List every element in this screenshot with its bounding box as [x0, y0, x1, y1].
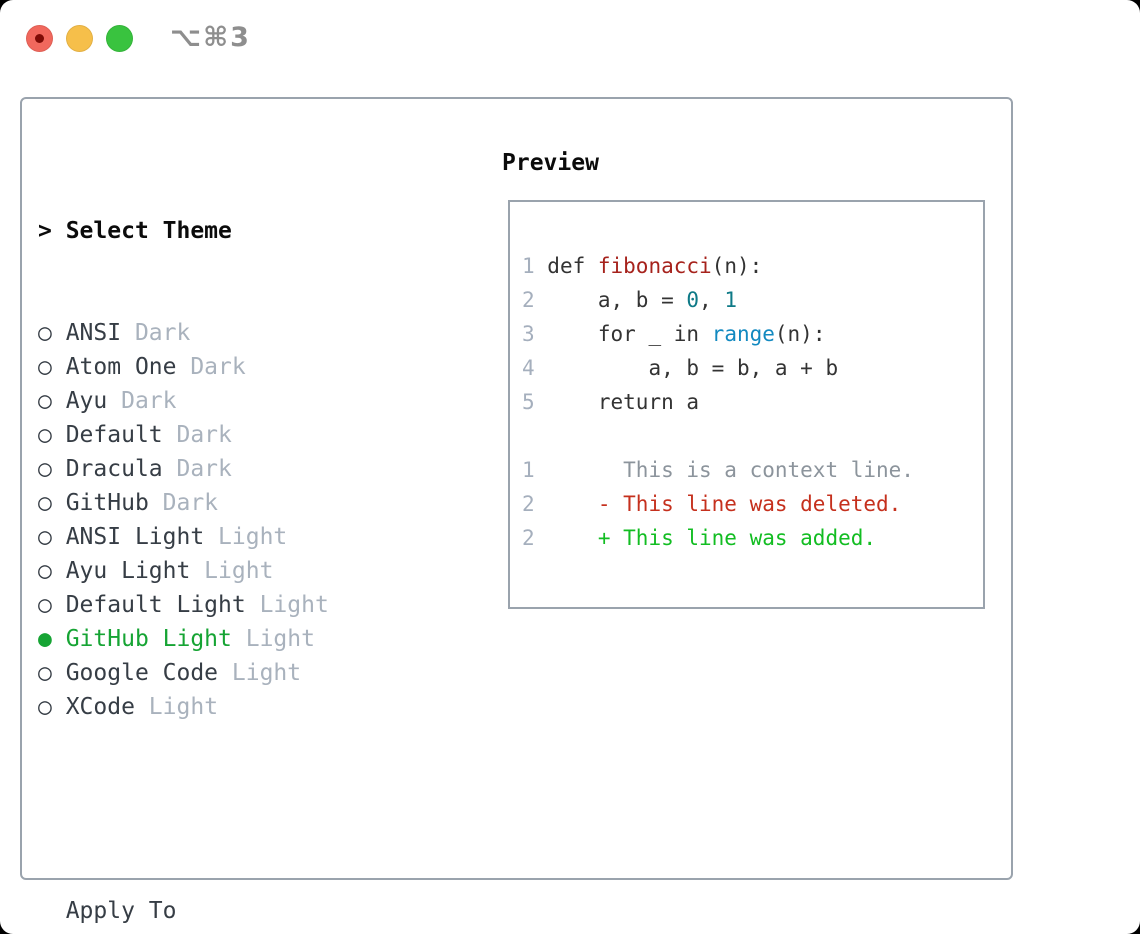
theme-variant-badge: Light	[231, 626, 315, 652]
theme-option-ansi-light[interactable]: ○ ANSI Light Light	[38, 520, 426, 554]
theme-variant-badge: Light	[218, 660, 302, 686]
theme-name: Atom One	[65, 354, 177, 380]
theme-name: GitHub Light	[65, 626, 232, 652]
theme-option-ansi[interactable]: ○ ANSI Dark	[38, 316, 426, 350]
theme-variant-badge: Light	[190, 558, 274, 584]
radio-selected-icon: ●	[38, 626, 66, 652]
theme-option-github-light[interactable]: ● GitHub Light Light	[38, 622, 426, 656]
theme-name: ANSI Light	[65, 524, 205, 550]
theme-variant-badge: Dark	[162, 422, 232, 448]
code-segment: return a	[534, 390, 700, 414]
line-number: 1	[522, 254, 535, 278]
titlebar: ⌥⌘3	[26, 24, 251, 52]
minimize-button[interactable]	[66, 24, 93, 52]
select-theme-header: > Select Theme	[38, 214, 426, 248]
line-number: 2	[522, 526, 535, 550]
code-line: 4 a, b = b, a + b	[522, 351, 983, 385]
radio-unselected-icon: ○	[38, 558, 66, 584]
theme-variant-badge: Light	[134, 694, 219, 720]
theme-name: Google Code	[65, 660, 219, 686]
code-line: 2 - This line was deleted.	[522, 487, 983, 521]
theme-option-dracula[interactable]: ○ Dracula Dark	[38, 452, 426, 486]
theme-name: GitHub	[65, 490, 149, 516]
radio-unselected-icon: ○	[38, 524, 66, 550]
theme-list: ○ ANSI Dark○ Atom One Dark○ Ayu Dark○ De…	[38, 316, 426, 724]
preview-header: Preview	[502, 150, 599, 176]
code-segment: for _ in	[534, 322, 712, 346]
code-line: 2 a, b = 0, 1	[522, 283, 983, 317]
code-segment: 0	[686, 288, 700, 312]
close-button[interactable]	[26, 24, 53, 52]
radio-unselected-icon: ○	[38, 320, 66, 346]
code-line: 1 def fibonacci(n):	[522, 249, 983, 283]
code-line: 5 return a	[522, 385, 983, 419]
theme-variant-badge: Light	[245, 592, 329, 618]
code-segment: (n):	[774, 322, 826, 346]
theme-variant-badge: Dark	[121, 320, 191, 346]
apply-to-header-label: Apply To	[65, 898, 177, 924]
radio-unselected-icon: ○	[38, 490, 66, 516]
theme-option-default-light[interactable]: ○ Default Light Light	[38, 588, 426, 622]
radio-unselected-icon: ○	[38, 694, 66, 720]
theme-variant-badge: Dark	[162, 456, 232, 482]
code-segment: range	[711, 322, 775, 346]
code-segment: def	[534, 254, 598, 278]
radio-unselected-icon: ○	[38, 456, 66, 482]
theme-name: Ayu Light	[65, 558, 191, 584]
window-title: ⌥⌘3	[170, 22, 251, 53]
line-number: 2	[522, 288, 535, 312]
theme-option-google-code[interactable]: ○ Google Code Light	[38, 656, 426, 690]
cursor-marker-icon: >	[38, 218, 66, 244]
theme-variant-badge: Dark	[107, 388, 177, 414]
theme-option-ayu-light[interactable]: ○ Ayu Light Light	[38, 554, 426, 588]
radio-unselected-icon: ○	[38, 660, 66, 686]
theme-variant-badge: Dark	[176, 354, 246, 380]
theme-picker-panel: > Select Theme ○ ANSI Dark○ Atom One Dar…	[20, 97, 1013, 924]
select-theme-header-label: Select Theme	[65, 218, 232, 244]
radio-unselected-icon: ○	[38, 592, 66, 618]
theme-name: Dracula	[65, 456, 163, 482]
theme-option-xcode[interactable]: ○ XCode Light	[38, 690, 426, 724]
theme-option-ayu[interactable]: ○ Ayu Dark	[38, 384, 426, 418]
line-number: 1	[522, 458, 535, 482]
code-segment: fibonacci	[597, 254, 712, 278]
apply-to-indent	[38, 898, 66, 924]
theme-variant-badge: Dark	[148, 490, 219, 516]
radio-unselected-icon: ○	[38, 422, 66, 448]
code-segment: ,	[699, 288, 725, 312]
code-line	[522, 419, 983, 453]
spacer-row	[38, 792, 426, 826]
radio-unselected-icon: ○	[38, 388, 66, 414]
theme-picker-pane: > Select Theme ○ ANSI Dark○ Atom One Dar…	[38, 146, 426, 934]
theme-variant-badge: Light	[204, 524, 288, 550]
code-line: 2 + This line was added.	[522, 521, 983, 555]
code-segment: a, b =	[534, 288, 687, 312]
theme-option-atom-one[interactable]: ○ Atom One Dark	[38, 350, 426, 384]
theme-option-github[interactable]: ○ GitHub Dark	[38, 486, 426, 520]
line-number: 5	[522, 390, 535, 414]
theme-name: Default Light	[65, 592, 246, 618]
line-number: 4	[522, 356, 535, 380]
line-number: 3	[522, 322, 535, 346]
code-segment: (n):	[711, 254, 763, 278]
maximize-button[interactable]	[106, 24, 133, 52]
theme-name: ANSI	[65, 320, 122, 346]
code-line: 3 for _ in range(n):	[522, 317, 983, 351]
close-dot-icon	[35, 33, 44, 43]
code-segment: + This line was added.	[534, 526, 877, 550]
code-segment: a, b = b, a + b	[534, 356, 839, 380]
theme-name: Ayu	[65, 388, 108, 414]
code-segment: - This line was deleted.	[534, 492, 902, 516]
theme-option-default[interactable]: ○ Default Dark	[38, 418, 426, 452]
theme-name: XCode	[65, 694, 135, 720]
code-segment: 1	[724, 288, 737, 312]
theme-name: Default	[65, 422, 163, 448]
radio-unselected-icon: ○	[38, 354, 66, 380]
code-line: 1 This is a context line.	[522, 453, 983, 487]
code-segment: This is a context line.	[534, 458, 914, 482]
line-number: 2	[522, 492, 535, 516]
apply-to-header: Apply To	[38, 894, 426, 928]
